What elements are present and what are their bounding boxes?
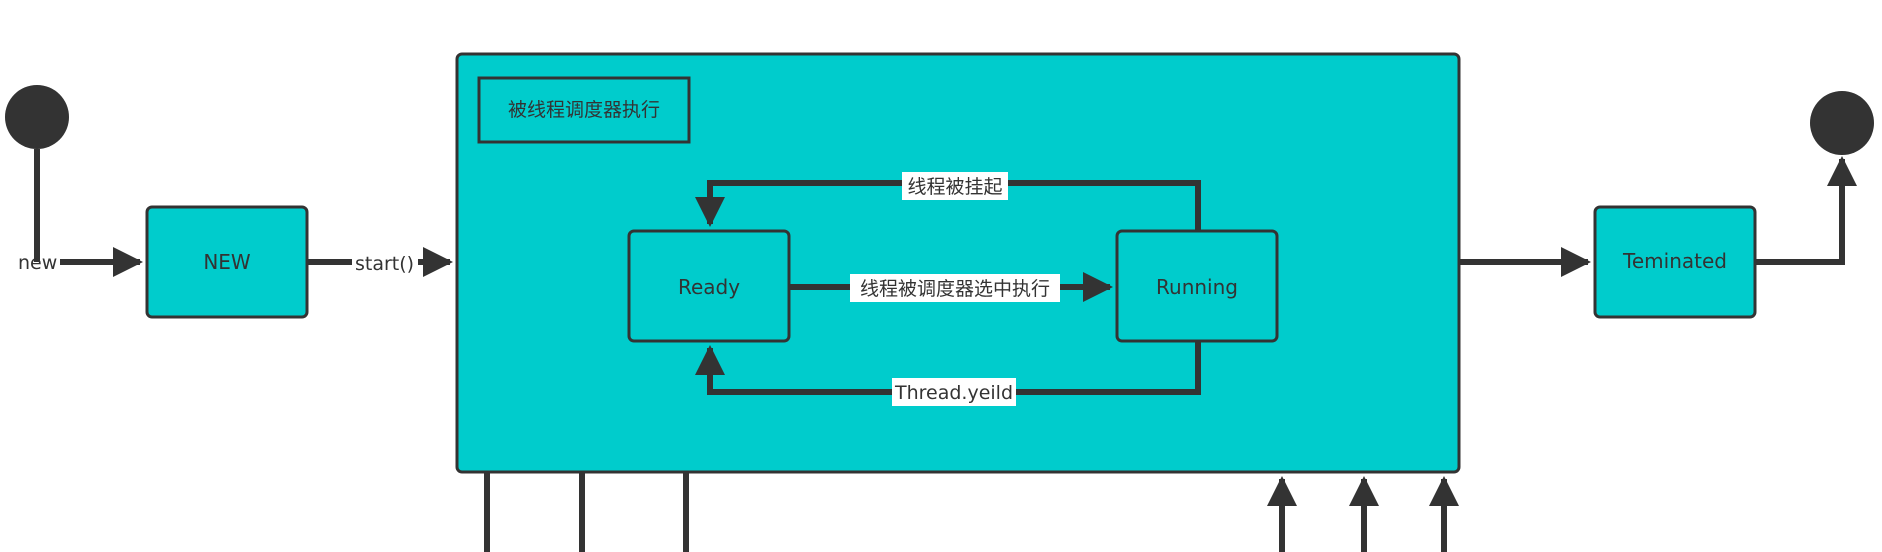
edge-suspend-label-bg <box>902 172 1008 200</box>
edge-yield-label: Thread.yeild <box>894 382 1013 404</box>
initial-node <box>5 85 69 149</box>
running-state-label: Running <box>1156 275 1238 299</box>
edge-new-label: new <box>18 252 57 274</box>
final-node <box>1810 91 1874 155</box>
new-state-label: NEW <box>203 250 251 274</box>
edge-scheduled-label: 线程被调度器选中执行 <box>860 278 1050 300</box>
edge-final <box>1755 156 1857 265</box>
edge-yield-label-bg <box>892 378 1016 406</box>
container-title: 被线程调度器执行 <box>508 99 660 121</box>
edge-suspend-label: 线程被挂起 <box>907 176 1002 198</box>
edge-scheduled-label-bg <box>850 274 1060 302</box>
container-title-box <box>477 76 691 144</box>
ready-state-label: Ready <box>678 275 740 299</box>
terminated-state-label: Teminated <box>1622 249 1727 273</box>
edge-start-label: start() <box>355 253 414 275</box>
